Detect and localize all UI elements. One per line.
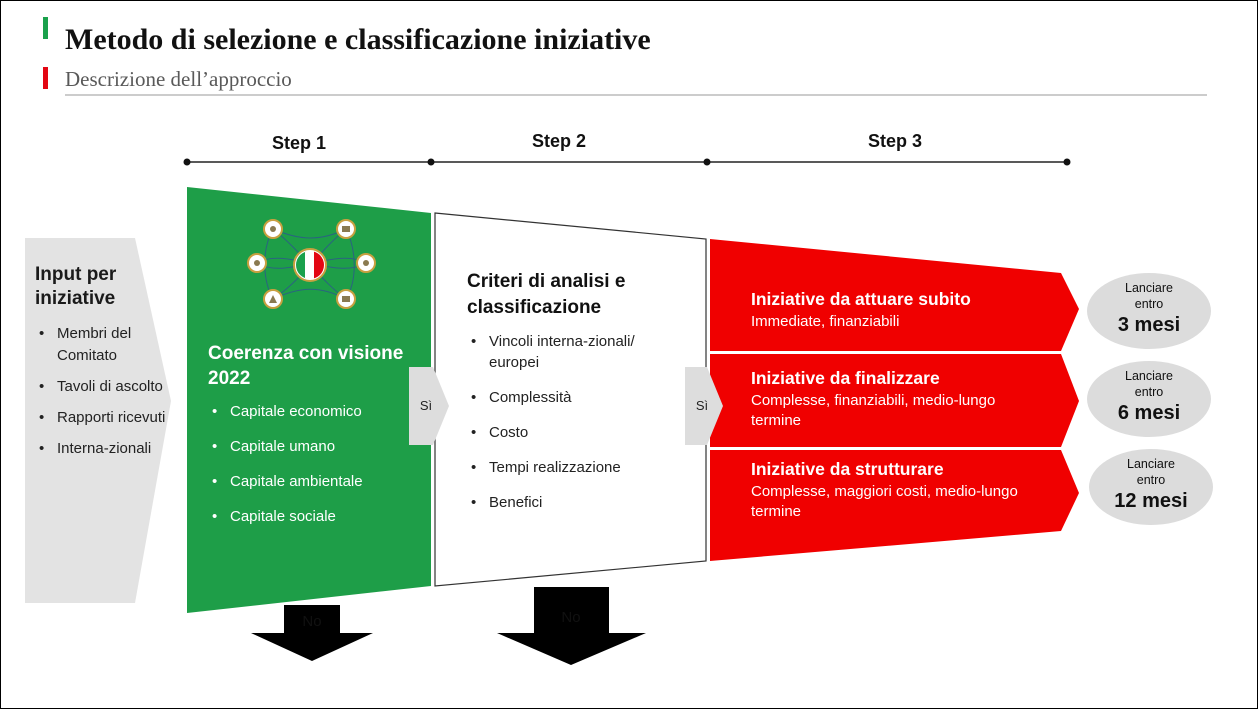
no-arrow-2 [497,587,646,665]
timeline-dot [427,158,435,166]
no-arrow-1 [251,605,373,661]
pill-text-3: Lanciare entro 12 mesi [1092,456,1210,514]
yes-label-1: Sì [419,398,433,413]
timeline-dot [1063,158,1071,166]
step2-item: Costo [467,422,682,443]
step2-item: Complessità [467,387,682,408]
step1-item: Capitale economico [208,401,418,422]
step1-item: Capitale umano [208,436,418,457]
step2-item: Vincoli interna-zionali/ europei [467,331,682,373]
pill-line1: Lanciare [1125,369,1173,383]
step2-heading: Criteri di analisi e classificazione [467,271,626,318]
pill-line2: entro [1134,385,1164,399]
step3-arrow-2 [710,354,1079,447]
no-label-1: No [302,613,322,630]
step1-heading: Coerenza con visione 2022 [208,343,404,389]
pill-3-mesi [1087,273,1211,349]
input-panel: Input per iniziative Membri del Comitato… [35,263,175,469]
yes-arrow-1 [409,367,449,445]
step3-item-heading: Iniziative da attuare subito [751,289,971,309]
pill-12-mesi [1089,449,1213,525]
flag-red-bar [43,67,48,89]
step3-item-desc: Complesse, finanziabili, medio-lungo ter… [751,392,996,429]
step-1-label: Step 1 [271,133,327,153]
timeline-dot [703,158,711,166]
step2-content: Criteri di analisi e classificazione Vin… [467,269,682,527]
step3-item-1: Iniziative da attuare subito Immediate, … [751,288,1066,332]
pill-line1: Lanciare [1127,457,1175,471]
step3-item-desc: Immediate, finanziabili [751,313,900,330]
step2-item: Benefici [467,492,682,513]
step3-item-heading: Iniziative da strutturare [751,459,944,479]
pill-value: 12 mesi [1114,490,1188,512]
pill-value: 3 mesi [1117,314,1181,336]
step3-item-2: Iniziative da finalizzare Complesse, fin… [751,367,1011,431]
pill-line2: entro [1136,473,1166,487]
page-subtitle: Descrizione dell’approccio [65,67,292,91]
step1-item: Capitale sociale [208,506,418,527]
step2-list: Vincoli interna-zionali/ europei Comples… [467,331,682,513]
step3-arrow-3 [710,450,1079,561]
input-item: Rapporti ricevuti [35,407,175,429]
step3-item-desc: Complesse, maggiori costi, medio-lungo t… [751,483,1018,520]
yes-arrow-2 [685,367,723,445]
step3-item-3: Iniziative da strutturare Complesse, mag… [751,458,1026,522]
step1-item: Capitale ambientale [208,471,418,492]
step1-list: Capitale economico Capitale umano Capita… [208,401,418,527]
pill-text-2: Lanciare entro 6 mesi [1090,368,1208,426]
pill-text-1: Lanciare entro 3 mesi [1090,280,1208,338]
step1-content: Coerenza con visione 2022 Capitale econo… [208,341,418,541]
timeline-dot [183,158,191,166]
step2-item: Tempi realizzazione [467,457,682,478]
input-item: Interna-zionali [35,438,175,460]
step-2-label: Step 2 [531,131,587,151]
input-list: Membri del Comitato Tavoli di ascolto Ra… [35,323,175,460]
step3-arrow-1 [710,239,1079,351]
page-title: Metodo di selezione e classificazione in… [65,23,651,56]
step-3-label: Step 3 [867,131,923,151]
input-item: Membri del Comitato [35,323,175,367]
pill-line2: entro [1134,297,1164,311]
flag-green-bar [43,17,48,39]
step3-item-heading: Iniziative da finalizzare [751,368,940,388]
input-item: Tavoli di ascolto [35,376,175,398]
yes-label-2: Sì [695,398,709,413]
no-label-2: No [561,609,581,626]
network-italy-flag-icon [247,219,376,309]
pill-line1: Lanciare [1125,281,1173,295]
pill-value: 6 mesi [1117,402,1181,424]
input-heading: Input per iniziative [35,264,117,309]
pill-6-mesi [1087,361,1211,437]
